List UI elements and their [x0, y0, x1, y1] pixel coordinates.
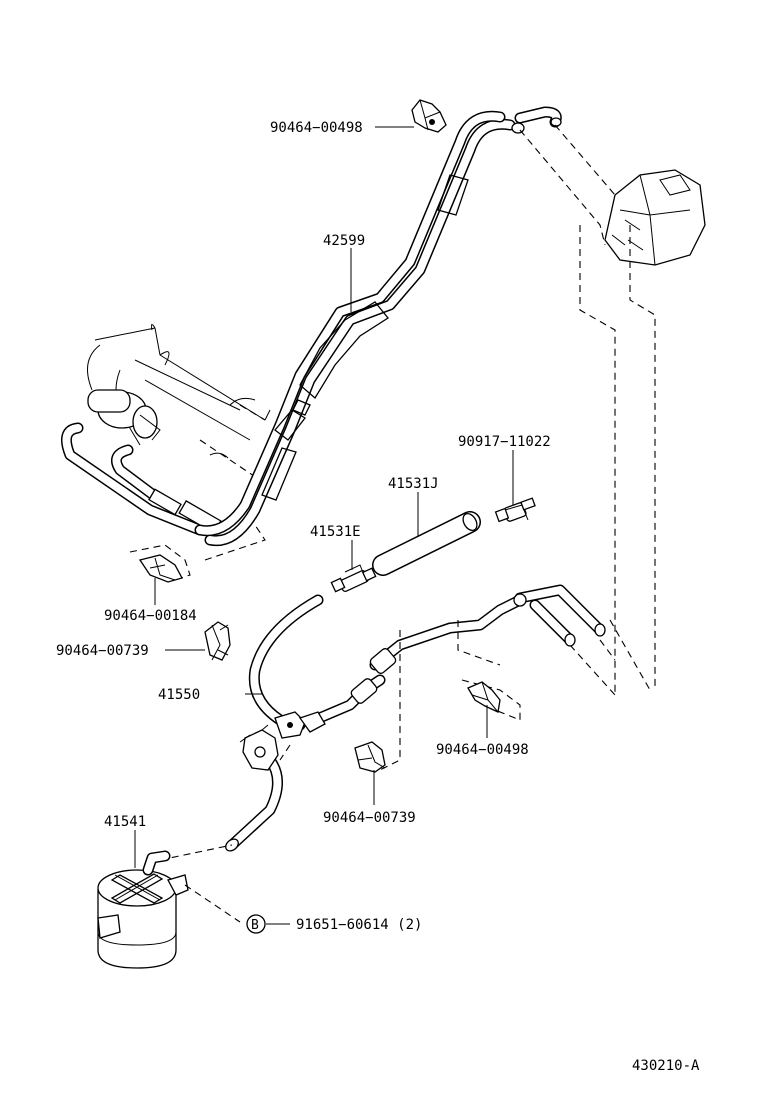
- label-90464-00498-right: 90464−00498: [436, 742, 529, 758]
- clip-90464-00184: [129, 544, 191, 605]
- hose-dashed-lines: [279, 620, 501, 771]
- hose-41550: [225, 584, 606, 852]
- engine-body-outline: [87, 324, 271, 481]
- label-41531e: 41531E: [310, 524, 361, 540]
- routing-dashed-lines: [519, 124, 656, 696]
- hose-41531j: [372, 492, 481, 576]
- label-42599: 42599: [323, 233, 365, 249]
- label-91651-60614: 91651−60614 (2): [296, 917, 422, 933]
- label-90917-11022: 90917−11022: [458, 434, 551, 450]
- clip-90464-00739-bottom: [354, 741, 386, 805]
- clip-90464-00739-left: [165, 621, 231, 661]
- throttle-body-component: [604, 169, 706, 266]
- label-90464-00184: 90464−00184: [104, 608, 197, 624]
- label-90464-00739-bottom: 90464−00739: [323, 810, 416, 826]
- valve-90917-11022: [494, 450, 536, 523]
- clip-90464-00498-right: [461, 679, 521, 738]
- callout-b-marker: B: [246, 914, 290, 934]
- figure-code: 430210-A: [632, 1058, 700, 1074]
- label-41531j: 41531J: [388, 476, 439, 492]
- clip-90464-00498-top: [375, 99, 447, 133]
- tank-side-hoses: [60, 422, 266, 561]
- hose-42599: [194, 106, 562, 547]
- label-41550: 41550: [158, 687, 200, 703]
- label-41541: 41541: [104, 814, 146, 830]
- label-90464-00739-left: 90464−00739: [56, 643, 149, 659]
- label-90464-00498-top: 90464−00498: [270, 120, 363, 136]
- callout-b-letter: B: [251, 918, 259, 933]
- valve-41531e: [330, 540, 377, 593]
- canister-41541: [97, 830, 241, 969]
